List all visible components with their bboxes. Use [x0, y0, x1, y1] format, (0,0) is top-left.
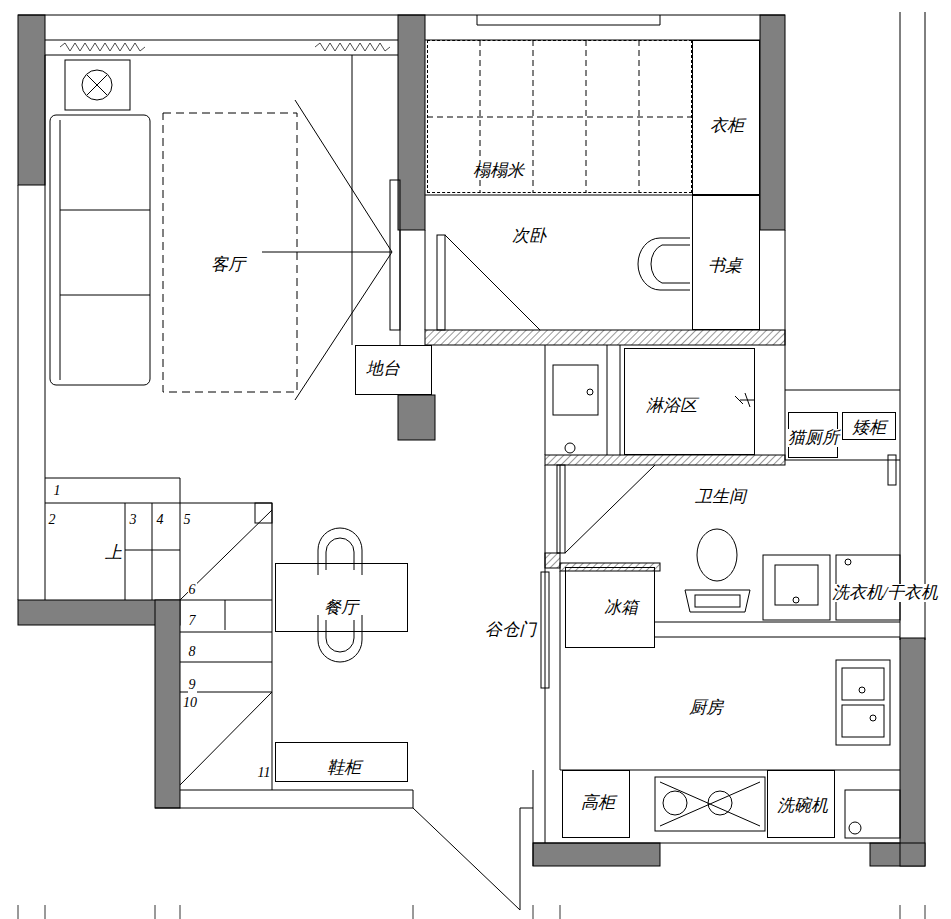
room-label: 客厅: [210, 256, 246, 275]
furniture-box: 淋浴区: [624, 348, 755, 455]
furniture-box: 衣柜: [692, 40, 760, 195]
stair-number: 8: [188, 644, 197, 659]
stair-number: 3: [129, 512, 138, 527]
stair-number: 5: [183, 512, 192, 527]
room-label: 卫生间: [694, 488, 747, 507]
furniture-label: 餐厅: [323, 599, 359, 618]
stair-number: 6: [188, 582, 197, 597]
stair-number: 9: [188, 677, 197, 692]
furniture-box: 地台: [355, 345, 432, 395]
furniture-label: 洗碗机: [776, 797, 829, 816]
room-label: 厨房: [688, 699, 724, 718]
furniture-label: 鞋柜: [326, 759, 362, 778]
room-label: 谷仓门: [484, 621, 537, 640]
stair-number: 7: [188, 613, 197, 628]
room-label: 洗衣机/干衣机: [831, 584, 940, 603]
furniture-label: 冰箱: [603, 599, 639, 618]
furniture-label: 衣柜: [709, 117, 745, 136]
furniture-box: 高柜: [562, 770, 630, 838]
furniture-label: 榻榻米: [472, 162, 525, 181]
furniture-label: 高柜: [580, 794, 616, 813]
furniture-label: 猫厕所: [787, 429, 840, 448]
stair-number: 10: [182, 695, 198, 710]
stair-number: 11: [257, 765, 272, 780]
furniture-label: 书桌: [707, 257, 743, 276]
stair-number: 2: [48, 512, 57, 527]
furniture-box: 矮柜: [842, 412, 896, 440]
room-label: 次卧: [511, 227, 547, 246]
stair-number: 上: [104, 544, 123, 563]
stair-number: 4: [156, 512, 165, 527]
furniture-box: 餐厅: [275, 563, 408, 632]
stair-number: 1: [53, 483, 62, 498]
furniture-label: 淋浴区: [645, 397, 698, 416]
furniture-box: 洗碗机: [767, 770, 835, 838]
furniture-box: 冰箱: [565, 567, 655, 648]
furniture-box: 猫厕所: [788, 412, 838, 458]
furniture-box: 鞋柜: [275, 742, 408, 782]
furniture-box: 书桌: [692, 195, 760, 330]
furniture-label: 矮柜: [851, 419, 887, 438]
furniture-box: 榻榻米: [427, 40, 692, 193]
furniture-label: 地台: [365, 360, 401, 379]
